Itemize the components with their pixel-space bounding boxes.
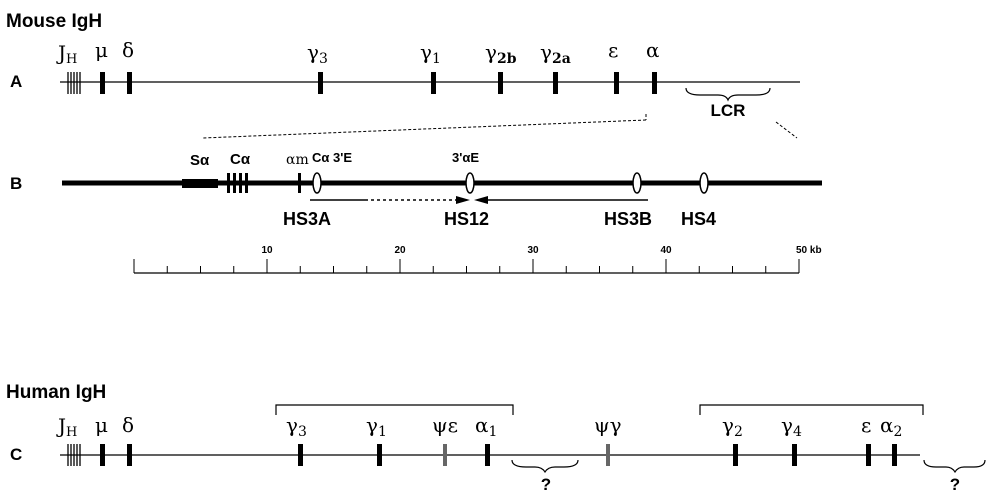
s-alpha-label: Sα	[190, 152, 210, 169]
arrow-hs3b-head	[474, 196, 488, 204]
hs12-label: HS12	[444, 209, 489, 229]
hs4-site	[699, 172, 709, 194]
mouse-epsilon-gene	[614, 72, 619, 94]
human-mu-gene	[100, 444, 105, 466]
human-label-alpha1: α1	[475, 413, 497, 440]
mouse-label-mu: μ	[95, 38, 108, 62]
arrow-hs3a-head	[456, 196, 470, 204]
mouse-title: Mouse IgH	[6, 11, 102, 32]
scale-label-20: 20	[394, 245, 406, 256]
row-a-label: A	[10, 72, 22, 91]
zoom-line-left	[202, 119, 647, 139]
human-label-alpha2: α2	[880, 413, 902, 440]
hs12-site	[465, 172, 475, 194]
human-delta-gene	[127, 444, 132, 466]
human-alpha2-gene	[892, 444, 897, 466]
human-gamma3-gene	[298, 444, 303, 466]
mouse-label-gamma1: γ1	[420, 40, 441, 67]
mouse-label-gamma3: γ3	[307, 40, 328, 67]
human-label-epsilon: ε	[861, 413, 871, 437]
mouse-gamma1-gene	[431, 72, 436, 94]
mouse-gamma2a-gene	[553, 72, 558, 94]
mouse-label-alpha: α	[646, 38, 660, 62]
s-alpha-region	[182, 179, 218, 188]
human-label-delta: δ	[122, 413, 134, 437]
scale-label-30: 30	[527, 245, 539, 256]
human-title: Human IgH	[6, 382, 106, 403]
human-psi-epsilon-gene	[443, 444, 447, 466]
alpha-3e-label: 3'αE	[452, 150, 479, 165]
alpha-m-label: αm	[286, 152, 309, 168]
human-psi-gamma-gene	[606, 444, 610, 466]
unknown-brace-2	[923, 459, 986, 474]
unknown-label-2: ?	[950, 475, 960, 493]
scale-bar	[133, 259, 800, 274]
lcr-brace	[685, 87, 771, 102]
human-gamma4-gene	[792, 444, 797, 466]
mouse-jh-segments	[67, 72, 81, 94]
c-alpha-3e-label: Cα 3'E	[312, 150, 352, 165]
mouse-delta-gene	[127, 72, 132, 94]
mouse-label-jh: JH	[56, 41, 77, 67]
c-alpha-label: Cα	[230, 151, 251, 168]
scale-label-50kb: 50 kb	[796, 245, 822, 256]
human-gamma2-gene	[733, 444, 738, 466]
hs3a-label: HS3A	[283, 209, 331, 229]
human-epsilon-gene	[866, 444, 871, 466]
human-jh-segments	[67, 444, 81, 466]
human-label-gamma4: γ4	[781, 413, 802, 440]
mouse-label-epsilon: ε	[608, 38, 618, 62]
human-label-gamma1: γ1	[366, 413, 387, 440]
mouse-gamma2b-gene	[498, 72, 503, 94]
mouse-mu-gene	[100, 72, 105, 94]
unknown-brace-1	[511, 459, 579, 474]
hs4-label: HS4	[681, 209, 716, 229]
human-label-gamma3: γ3	[286, 413, 307, 440]
hs3b-site	[632, 172, 642, 194]
mouse-label-delta: δ	[122, 38, 134, 62]
scale-label-40: 40	[660, 245, 672, 256]
human-alpha1-gene	[485, 444, 490, 466]
lcr-label: LCR	[711, 101, 746, 120]
mouse-label-gamma2a: γ2a	[540, 40, 571, 67]
zoom-line-right	[775, 121, 798, 139]
human-label-psi-epsilon: ψε	[432, 413, 458, 437]
alpha-m-exon	[298, 173, 301, 193]
unknown-label-1: ?	[541, 475, 551, 493]
hs3b-label: HS3B	[604, 209, 652, 229]
mouse-label-gamma2b: γ2b	[485, 40, 517, 67]
human-label-mu: μ	[95, 413, 108, 437]
human-label-jh: JH	[56, 414, 77, 440]
hs3a-site	[312, 172, 322, 194]
scale-label-10: 10	[261, 245, 273, 256]
human-label-psi-gamma: ψγ	[594, 413, 622, 437]
cluster-bracket-2	[699, 404, 924, 415]
human-gamma1-gene	[377, 444, 382, 466]
human-label-gamma2: γ2	[722, 413, 743, 440]
row-b-label: B	[10, 174, 22, 193]
row-c-label: C	[10, 445, 22, 464]
cluster-bracket-1	[275, 404, 514, 415]
mouse-gamma3-gene	[318, 72, 323, 94]
c-alpha-exons	[227, 173, 248, 193]
mouse-alpha-gene	[652, 72, 657, 94]
